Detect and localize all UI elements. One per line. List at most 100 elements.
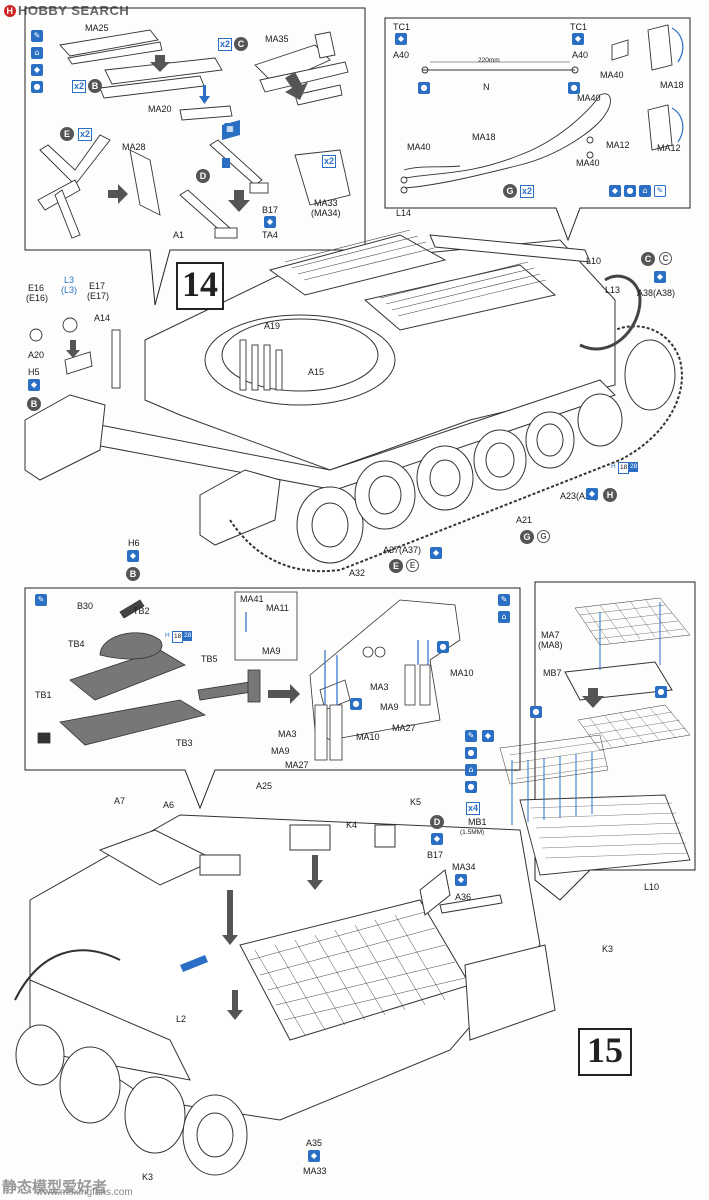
part-label: MA7 <box>541 630 560 640</box>
paint-ref-num: 18 <box>618 462 630 474</box>
quantity-badge: x2 <box>322 155 336 168</box>
paint-ref-label: H <box>611 463 616 470</box>
part-label: A25 <box>256 781 273 791</box>
assemble-icon: ⌂ <box>465 764 477 776</box>
part-label: MA40 <box>600 70 624 80</box>
glue-icon: ◆ <box>431 833 443 845</box>
glue-icon: ◆ <box>455 874 467 886</box>
part-label: A32 <box>349 568 366 578</box>
part-label: MA35 <box>265 34 289 44</box>
part-label: TC1 <box>393 22 411 32</box>
sprue-badge-b: B <box>126 567 140 581</box>
paint-stripe-icon: ▦ <box>224 123 236 135</box>
part-label: MA9 <box>271 746 290 756</box>
drill-icon: ● <box>437 641 449 653</box>
part-label: B30 <box>77 601 94 611</box>
part-label: A6 <box>163 800 175 810</box>
paint-ref-num: 28 <box>629 462 639 472</box>
part-label: L14 <box>396 208 412 218</box>
part-label: MA34 <box>452 862 476 872</box>
part-label: (L3) <box>61 285 78 295</box>
drill-icon: ● <box>655 686 667 698</box>
drill-icon: ● <box>624 185 636 197</box>
glue-icon: ◆ <box>264 216 276 228</box>
quantity-badge: x4 <box>466 802 480 815</box>
part-label: A23(A22) <box>560 491 599 501</box>
glue-icon: ◆ <box>572 33 584 45</box>
glue-icon: ◆ <box>586 488 598 500</box>
logo-badge: H <box>4 5 16 17</box>
part-label: TB1 <box>35 690 52 700</box>
part-label: A1 <box>173 230 185 240</box>
assemble-icon: ⌂ <box>639 185 651 197</box>
part-label: MA10 <box>356 732 380 742</box>
glue-icon: ◆ <box>28 379 40 391</box>
part-label: TB2 <box>133 606 150 616</box>
part-label: N <box>483 82 490 92</box>
part-label: TB3 <box>176 738 193 748</box>
part-label: A37(A37) <box>383 545 422 555</box>
part-label: E16 <box>28 283 45 293</box>
drill-icon: ● <box>465 781 477 793</box>
part-label: A35 <box>306 1138 323 1148</box>
sprue-badge-b: B <box>27 397 41 411</box>
sprue-badge-e-alt: E <box>406 559 419 572</box>
part-label: A36 <box>455 892 472 902</box>
part-label: MA33 <box>303 1166 327 1176</box>
part-label: H5 <box>28 367 40 377</box>
part-label: MA10 <box>450 668 474 678</box>
part-label: A40 <box>572 50 589 60</box>
part-label: L10 <box>586 256 602 266</box>
drill-icon: ● <box>350 698 362 710</box>
part-label: MA20 <box>148 104 172 114</box>
part-label: A21 <box>516 515 533 525</box>
part-label: L2 <box>176 1014 187 1024</box>
part-label: A7 <box>114 796 126 806</box>
part-label: (E16) <box>26 293 49 303</box>
part-label: MA3 <box>370 682 389 692</box>
drill-icon: ● <box>418 82 430 94</box>
drill-icon: ● <box>530 706 542 718</box>
part-label: MA9 <box>380 702 399 712</box>
part-label: L13 <box>605 285 621 295</box>
sprue-badge-d: D <box>430 815 444 829</box>
part-label: MA41 <box>240 594 264 604</box>
part-label: B17 <box>262 205 279 215</box>
paint-ref-num: 18 <box>172 631 184 643</box>
sprue-badge-c: C <box>641 252 655 266</box>
sprue-badge-e: E <box>389 559 403 573</box>
part-label: MA9 <box>262 646 281 656</box>
sprue-badge-h: H <box>603 488 617 502</box>
part-label: TC1 <box>570 22 588 32</box>
part-label: K4 <box>346 820 358 830</box>
quantity-badge: x2 <box>218 38 232 51</box>
part-label: MA27 <box>392 723 416 733</box>
part-label: MA33 <box>314 198 338 208</box>
watermark-cn: 静态模型爱好者 <box>2 1179 108 1196</box>
part-label: A40 <box>393 50 410 60</box>
part-label: TA4 <box>262 230 278 240</box>
part-label: A15 <box>308 367 325 377</box>
paint-icon: ✎ <box>498 594 510 606</box>
quantity-badge: x2 <box>72 80 86 93</box>
part-label: (MA8) <box>538 640 563 650</box>
sprue-badge-g: G <box>503 184 517 198</box>
sprue-badge-d: D <box>196 169 210 183</box>
part-label: MA40 <box>576 158 600 168</box>
glue-icon: ◆ <box>430 547 442 559</box>
step-number-14: 14 <box>176 262 224 310</box>
quantity-badge: x2 <box>520 185 534 198</box>
drill-icon: ● <box>465 747 477 759</box>
part-label: MA18 <box>472 132 496 142</box>
part-label: MA3 <box>278 729 297 739</box>
part-label: A19 <box>264 321 281 331</box>
part-label: H6 <box>128 538 140 548</box>
part-label: MA27 <box>285 760 309 770</box>
part-label: MA12 <box>657 143 681 153</box>
sprue-badge-e: E <box>60 127 74 141</box>
part-label: A14 <box>94 313 111 323</box>
part-label: TB4 <box>68 639 85 649</box>
part-label: MB7 <box>543 668 562 678</box>
paint-icon: ✎ <box>654 185 666 197</box>
